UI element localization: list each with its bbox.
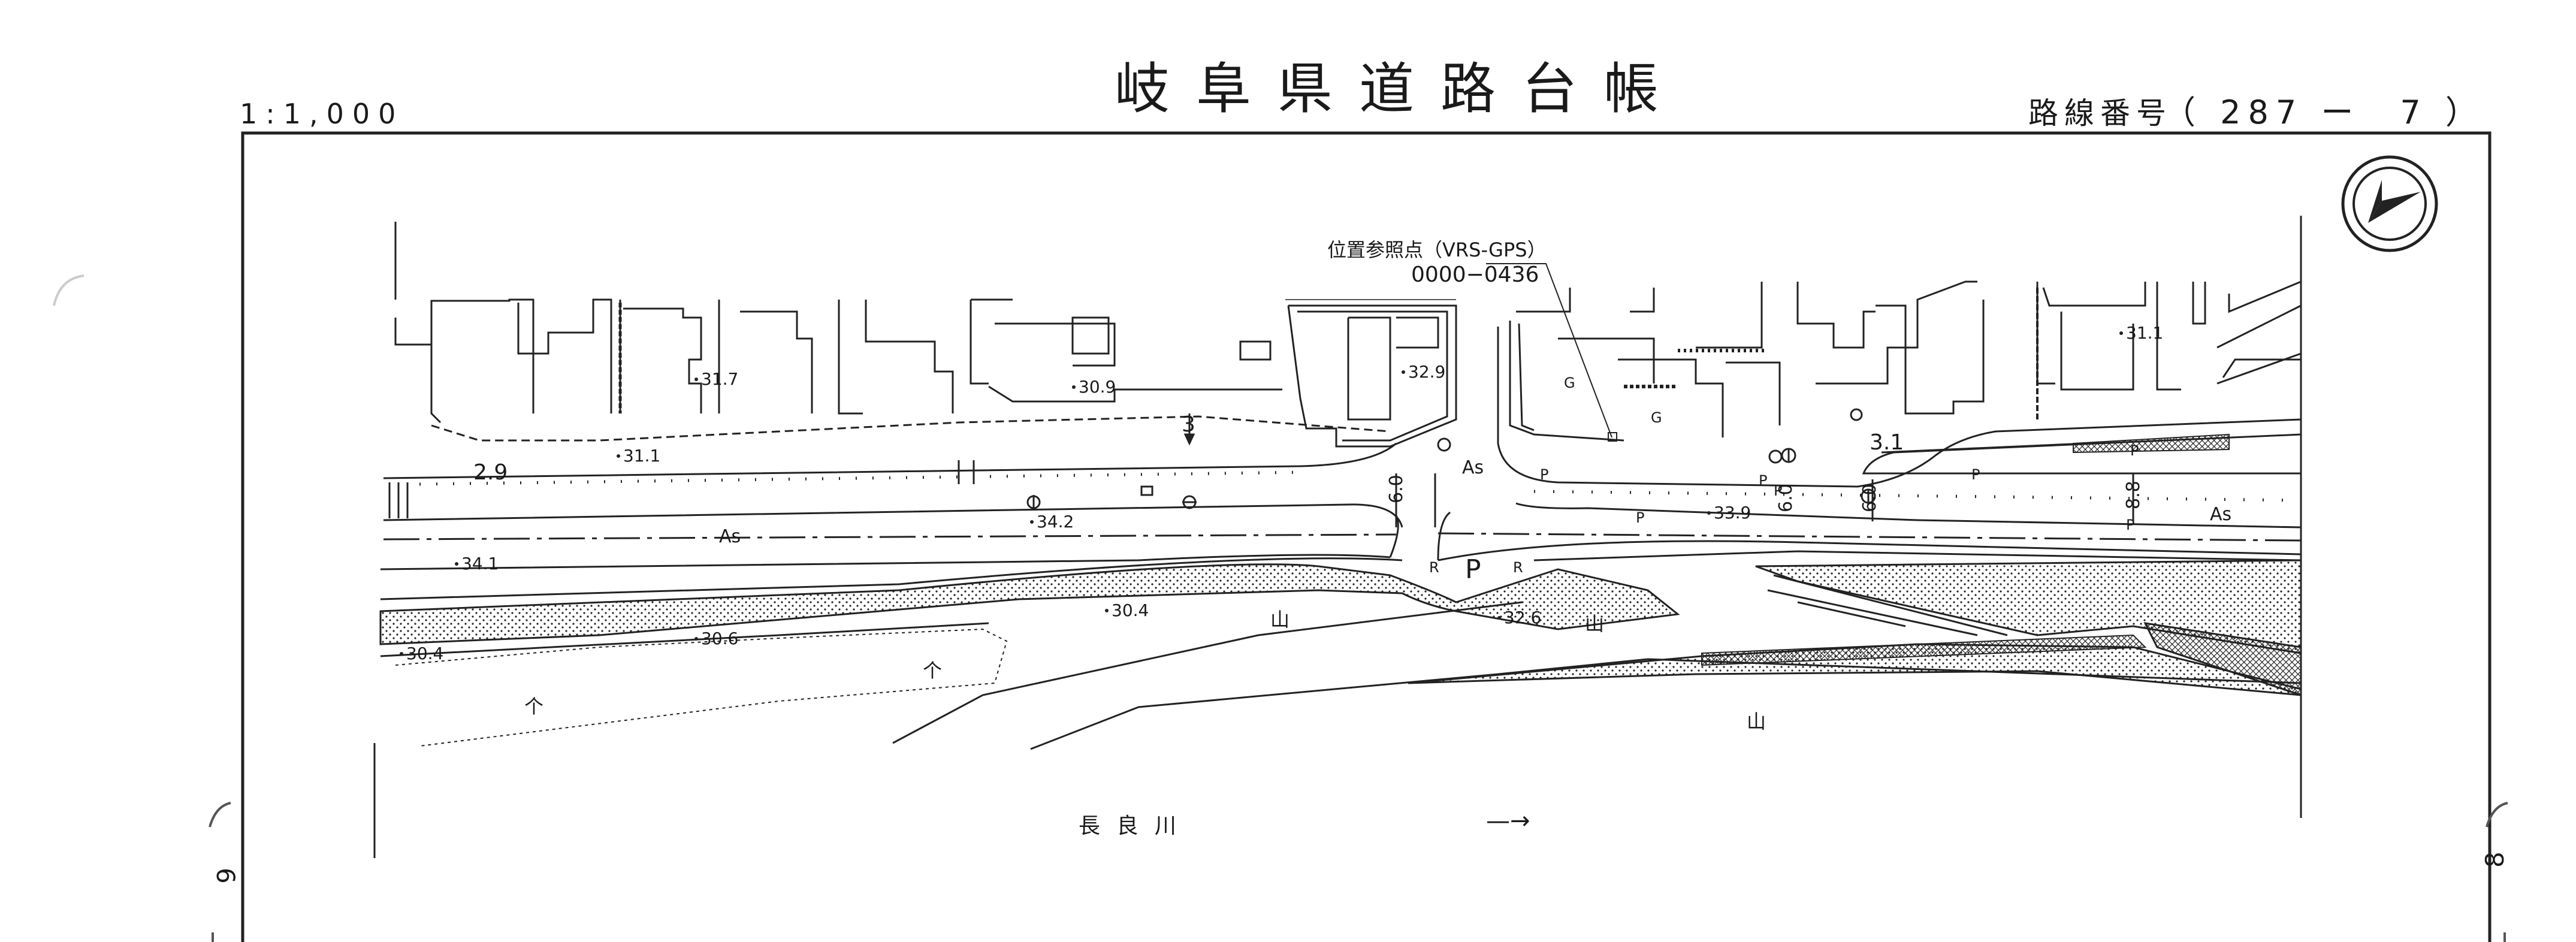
elevation-dots: [400, 331, 2123, 656]
map-abbrev: G: [1651, 409, 1662, 426]
elevation-label: 31.1: [2126, 323, 2163, 343]
road-width-label: 6.0: [1859, 484, 1880, 512]
scale-label: 1:1,000: [240, 98, 404, 130]
river-name: 長 良 川: [1079, 814, 1181, 838]
route-number-value: （ 287 ー 7 ）: [2163, 93, 2485, 131]
map-abbrev: R: [1429, 559, 1439, 576]
route-number-label: 路線番号: [2028, 96, 2172, 131]
elevation-label: 32.9: [1408, 362, 1445, 382]
map-abbrev: R: [1513, 559, 1523, 576]
pavement-label: As: [2210, 504, 2231, 525]
map-abbrev: P: [2126, 517, 2134, 533]
parcel-boundary: [431, 415, 1391, 442]
reference-point-marker: [1608, 432, 1617, 442]
elevation-label: 31.1: [623, 446, 660, 466]
road-width-label: 8.8: [2123, 481, 2144, 509]
map-abbrev: P: [2130, 442, 2139, 459]
map-abbrev: P: [1971, 466, 1980, 483]
main-road-edges: [380, 511, 2302, 600]
elevation-label: 30.4: [406, 644, 443, 663]
surface-labels: As As As: [719, 457, 2231, 547]
road-width-label: 2.9: [473, 460, 508, 485]
map-symbol: 山: [1585, 612, 1604, 635]
map-symbol: 山: [1747, 710, 1766, 733]
block-hatching: [618, 288, 2039, 419]
elevation-label: 34.2: [1037, 512, 1074, 532]
riverbank-embankment: [379, 563, 1680, 645]
reference-point-id: 0000−0436: [1411, 262, 1539, 287]
ledger-title: 岐阜県道路台帳: [1115, 57, 1685, 121]
river-channel-lines: [380, 601, 2302, 750]
elevation-label: 30.4: [1112, 600, 1149, 620]
road-width-label: 6.0: [1775, 484, 1796, 512]
elevation-label: 30.6: [701, 629, 738, 648]
dimension-markers: [1183, 413, 2134, 527]
building-blocks: [394, 280, 2302, 448]
map-abbrev: P: [1759, 472, 1767, 489]
elevation-label: 34.1: [461, 554, 499, 573]
map-symbol: 个: [524, 695, 543, 718]
sidewalk-railing: [388, 460, 975, 518]
shoal-outline: [395, 628, 1008, 747]
page-number-left: 6: [211, 868, 240, 884]
ramp-lines: [1767, 304, 2302, 636]
elevation-label: 31.7: [701, 369, 738, 389]
road-width-label: 6.0: [1386, 475, 1407, 503]
utility-symbols: [1026, 408, 1876, 509]
railing-line-east: [1533, 490, 2302, 502]
median-hatch: [2073, 433, 2230, 454]
river-flow-arrow: —→: [1486, 807, 1530, 835]
map-symbol: 山: [1270, 608, 1289, 631]
elevation-label: 33.9: [1714, 503, 1751, 523]
north-arrow-icon: [2341, 155, 2438, 252]
elevation-label: 32.6: [1504, 608, 1541, 627]
pavement-label: As: [719, 526, 741, 547]
road-centerline: [383, 532, 2302, 542]
elevation-labels: 31.7 30.9 32.9 31.1 34.2 33.9 34.1 30.4 …: [406, 323, 2163, 663]
vegetation-symbols: 山 山 山 个 个: [524, 608, 1766, 733]
pavement-label: As: [1462, 457, 1484, 478]
map-boundary: [373, 216, 2302, 858]
north-sidewalk: [383, 327, 2302, 529]
road-width-label: 3: [1182, 412, 1195, 437]
road-width-label: 3.1: [1870, 430, 1904, 455]
map-abbrev: P: [1465, 554, 1481, 585]
reference-point-label: 位置参照点（VRS-GPS）: [1327, 238, 1547, 261]
sheet-frame: [241, 131, 2492, 942]
elevation-label: 30.9: [1079, 377, 1116, 397]
map-symbol: 个: [923, 659, 942, 682]
map-abbrev: P: [1774, 482, 1782, 499]
revetment-crosshatch: [2143, 622, 2302, 697]
reference-leader-line: [1486, 263, 1612, 438]
map-abbrev: G: [1564, 375, 1575, 391]
abbreviation-labels: P P P P P P P R R G G P: [1429, 375, 2139, 585]
map-abbrev: P: [1540, 466, 1548, 483]
map-content: 位置参照点（VRS-GPS） 0000−0436 31.7 30.9 32.9 …: [373, 216, 2302, 858]
railing-line: [419, 470, 1307, 486]
road-width-labels: 2.9 3 6.0 6.0 3.1 6.0 8.8: [473, 412, 2144, 512]
binding-marks: [53, 274, 2508, 942]
page-number-right: 8: [2480, 852, 2509, 868]
map-abbrev: P: [1636, 509, 1644, 526]
